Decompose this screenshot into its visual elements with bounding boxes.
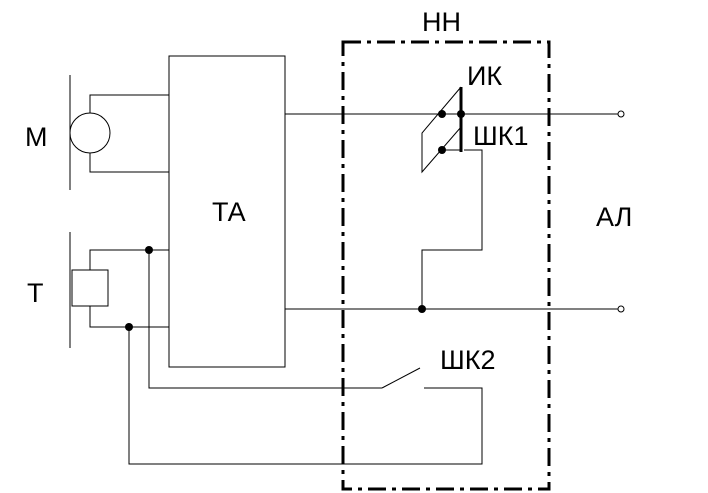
wire-to-shk2 <box>148 250 382 389</box>
wire-mic-top <box>89 94 169 113</box>
microphone-icon <box>69 112 111 154</box>
shk1-switch-lever <box>421 86 462 174</box>
label-ta: ТА <box>212 197 246 227</box>
telephone-coil-icon <box>71 269 109 307</box>
label-shk2: ШК2 <box>440 345 496 375</box>
wire-tel-top <box>89 249 169 270</box>
terminal-b <box>617 305 625 313</box>
junction-dot <box>418 305 426 313</box>
label-m: М <box>25 122 48 152</box>
terminal-a <box>617 110 625 118</box>
contact-dot <box>438 146 446 154</box>
wire-mic-bottom <box>89 153 169 173</box>
ta-block <box>168 55 286 368</box>
wire-shk1-to-line <box>421 149 483 309</box>
label-t: Т <box>27 278 44 308</box>
wire-tel-bottom <box>89 306 169 328</box>
contact-dot <box>438 110 446 118</box>
label-al: АЛ <box>596 202 632 232</box>
wire-shk2-return <box>128 327 483 465</box>
label-nn: НН <box>422 7 461 37</box>
nn-boundary-box <box>341 40 551 491</box>
contact-dot <box>457 110 465 118</box>
label-shk1: ШК1 <box>473 121 529 151</box>
shk2-switch-blade <box>381 367 421 389</box>
label-ik: ИК <box>467 61 502 91</box>
